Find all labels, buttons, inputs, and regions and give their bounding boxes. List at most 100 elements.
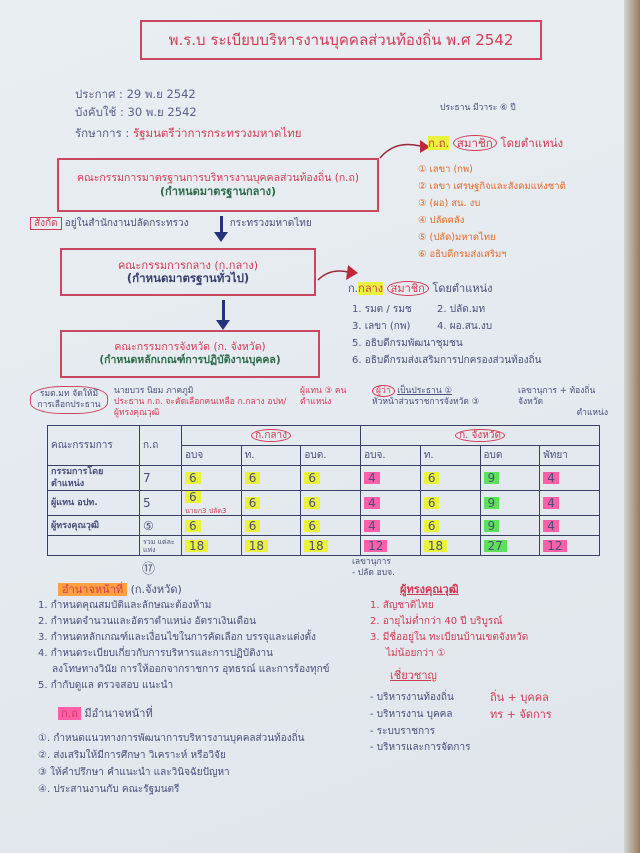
table-row: ผู้ทรงคุณวุฒิ ⑤ 6 6 6 4 6 9 4 [47, 515, 600, 536]
sub-header: อบต [479, 445, 541, 466]
list-item: ③ ให้คำปรึกษา คำแนะนำ และวินิจฉัยปัญหา [38, 767, 230, 778]
kprov-box-name: คณะกรรมการจังหวัด (ก. จังหวัด) [114, 341, 266, 353]
kt-duties-list: ①. กำหนดแนวทางการพัฒนาการบริหารงานบุคคลส… [38, 730, 356, 798]
secretary-bottom-2: - ปลัด อบจ. [352, 568, 395, 578]
cell: 6 [244, 497, 261, 509]
meta-announced: ประกาศ : 29 พ.ย 2542 [75, 87, 196, 101]
arrow-down-icon [216, 300, 230, 330]
qualifications-list: 1. สัญชาติไทย 2. อายุไม่ต่ำกว่า 40 ปี บร… [370, 598, 608, 662]
sub-header: อบต. [300, 445, 362, 466]
list-item: 3. เลขา (กพ) [352, 321, 411, 332]
cell: 12 [364, 539, 388, 552]
header-kprov: ก. จังหวัด [360, 425, 600, 446]
list-item: 3. มีชื่ออยู่ใน ทะเบียนบ้านเขตจังหวัด [370, 632, 529, 643]
prov-duties-list: 1. กำหนดคุณสมบัติและลักษณะต้องห้าม 2. กำ… [38, 598, 356, 694]
header-kklang: ก.กลาง [180, 425, 362, 446]
list-item: 5. กำกับดูแล ตรวจสอบ แนะนำ [38, 680, 174, 691]
cell: 4 [364, 519, 380, 532]
secretary-bottom-block: เลขานุการ - ปลัด อบจ. [352, 557, 395, 579]
kprov-box-role: (กำหนดหลักเกณฑ์การปฏิบัติงานบุคคล) [99, 354, 281, 366]
cell: 9 [483, 472, 500, 484]
list-item: ลงโทษทางวินัย การให้ออกจากราชการ อุทธรณ์… [52, 664, 330, 675]
cell: 6 [423, 519, 440, 532]
kklang-box-role: (กำหนดมาตรฐานทั่วไป) [126, 271, 250, 285]
cell: 6 [304, 497, 321, 509]
kt-box-name: คณะกรรมการมาตรฐานการบริหารงานบุคคลส่วนท้… [77, 172, 359, 184]
cell: 12 [543, 539, 567, 552]
cell: 5 [139, 490, 182, 516]
under-table: ⑰ เลขานุการ - ปลัด อบจ. [0, 556, 624, 582]
list-item: 4. ผอ.สน.งบ [437, 321, 493, 332]
experts-heading: เชี่ยวชาญ [390, 669, 437, 682]
kt-term: ประธาน มีวาระ ⑥ ปี [440, 103, 516, 113]
list-item: ② เลขา เศรษฐกิจและสังคมแห่งชาติ [418, 181, 566, 192]
kt-duties-heading: ก.ถ มีอำนาจหน้าที่ [58, 706, 356, 722]
right-column: ผู้ทรงคุณวุฒิ 1. สัญชาติไทย 2. อายุไม่ต่… [370, 582, 608, 798]
kklang-box: คณะกรรมการกลาง (ก.กลาง) (กำหนดมาตรฐานทั่… [60, 248, 316, 296]
kt-box: คณะกรรมการมาตรฐานการบริหารงานบุคคลส่วนท้… [57, 158, 379, 212]
kt-members-list: ① เลขา (กพ) ② เลขา เศรษฐกิจและสังคมแห่งช… [418, 162, 566, 264]
cell: 6 [185, 519, 201, 532]
reps-note-2: ตำแหน่ง [300, 397, 332, 407]
list-item: - ระบบราชการ [370, 726, 436, 737]
header-committee: คณะกรรมการ [47, 425, 140, 466]
kt-box-role: (กำหนดมาตรฐานกลาง) [160, 185, 276, 198]
list-item: 2. กำหนดจำนวนและอัตราตำแหน่ง อัตราเงินเด… [38, 616, 256, 627]
list-item: ไม่น้อยกว่า ① [386, 648, 446, 659]
lower-columns: อำนาจหน้าที่ (ก.จังหวัด) 1. กำหนดคุณสมบั… [0, 582, 624, 798]
list-item: 2. อายุไม่ต่ำกว่า 40 ปี บริบูรณ์ [370, 616, 503, 627]
row-label: กรรมการโดยตำแหน่ง [47, 465, 140, 491]
kt-total: ⑰ [142, 562, 156, 577]
table-total-row: รวม แต่ละแห่ง 18 18 18 12 18 27 12 [47, 535, 600, 556]
prov-duties-heading: อำนาจหน้าที่ (ก.จังหวัด) [58, 582, 356, 598]
chair-block: นายบวร นิยม ภาคภูมิ ประธาน ก.ถ. จะคัดเลื… [114, 386, 294, 419]
cell-note: นายก3 ปลัด3 [185, 507, 227, 515]
header-kt: ก.ถ [139, 425, 182, 466]
list-item: 3. กำหนดหลักเกณฑ์และเงื่อนไขในการคัดเลือ… [38, 632, 316, 643]
arrow-right-icon [346, 265, 358, 280]
total-label: รวม แต่ละแห่ง [139, 535, 182, 556]
cell: 6 [244, 519, 261, 532]
cell: 6 [244, 472, 261, 484]
list-item: 1. รมต / รมช [352, 304, 412, 315]
list-item: - บริหารงาน บุคคลทร + จัดการ [370, 708, 552, 721]
sub-header: อบจ [181, 445, 242, 466]
list-item: 1. กำหนดคุณสมบัติและลักษณะต้องห้าม [38, 600, 212, 611]
list-item: ①. กำหนดแนวทางการพัฒนาการบริหารงานบุคคลส… [38, 733, 305, 744]
kklang-box-name: คณะกรรมการกลาง (ก.กลาง) [117, 259, 259, 272]
sub-header: ท. [240, 445, 302, 466]
cell: 27 [483, 539, 507, 552]
select-chair-note: รมต.มท จัดให้มีการเลือกประธาน [30, 386, 108, 414]
sub-header: ท. [419, 445, 481, 466]
list-item: ④ ปลัดคลัง [418, 215, 465, 226]
list-item: ②. ส่งเสริมให้มีการศึกษา วิเคราะห์ หรือว… [38, 750, 226, 761]
cell: 6 [423, 472, 440, 484]
cell: ⑤ [139, 515, 182, 536]
cell: 7 [139, 465, 182, 491]
page-edge [624, 0, 640, 853]
cell: 4 [543, 519, 559, 532]
list-item: ④. ประสานงานกับ คณะรัฐมนตรี [38, 784, 180, 795]
chair-name: นายบวร นิยม ภาคภูมิ [114, 386, 194, 396]
list-item: ① เลขา (กพ) [418, 164, 473, 175]
kprov-box: คณะกรรมการจังหวัด (ก. จังหวัด) (กำหนดหลั… [60, 330, 320, 378]
list-item: ⑤ (ปลัด)มหาดไทย [418, 232, 496, 243]
cell: 4 [543, 472, 559, 484]
list-item: - บริหารงานท้องถิ่นถิ่น + บุคคล [370, 691, 549, 704]
arrow-right-icon [420, 140, 430, 153]
cell: 6 [185, 472, 201, 484]
secretary-bottom: เลขานุการ [352, 557, 391, 567]
lower-section: คณะกรรมการ ก.ถ ก.กลาง ก. จังหวัด อบจ ท. … [0, 425, 624, 798]
governor-block: ผู้ว่า เป็นประธาน ① หัวหน้าส่วนราชการจัง… [372, 385, 512, 408]
list-item: 5. อธิบดีกรมพัฒนาชุมชน [352, 338, 463, 349]
annotations: รมต.มท จัดให้มีการเลือกประธาน นายบวร นิย… [30, 385, 620, 419]
meta-effective: บังคับใช้ : 30 พ.ย 2542 [75, 105, 197, 119]
cell: 6 [423, 497, 440, 509]
cell: 18 [304, 539, 328, 552]
cell: 6 [304, 472, 321, 484]
heads-note: หัวหน้าส่วนราชการจังหวัด ③ [372, 397, 480, 407]
kklang-members-heading: ก.กลาง สมาชิก โดยตำแหน่ง [348, 281, 493, 296]
page-title: พ.ร.บ ระเบียบบริหารงานบุคคลส่วนท้องถิ่น … [140, 20, 542, 60]
